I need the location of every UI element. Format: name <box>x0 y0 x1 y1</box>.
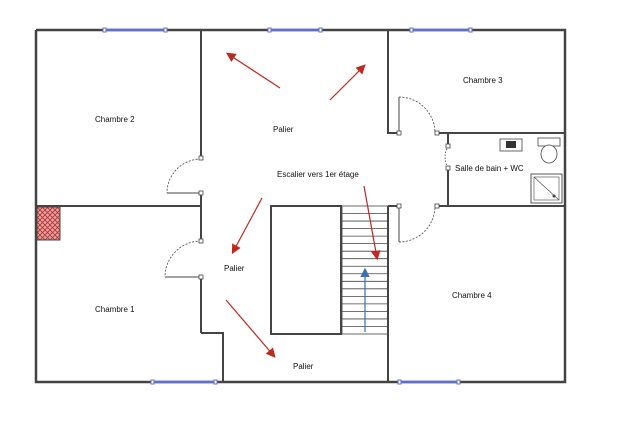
room-label-chambre1: Chambre 1 <box>95 305 135 314</box>
direction-arrows <box>225 52 381 358</box>
room-label-chambre2: Chambre 2 <box>95 115 135 124</box>
windows <box>105 28 470 384</box>
stair-outline <box>341 205 389 335</box>
room-label-palier-top: Palier <box>273 125 294 134</box>
room-label-palier-bottom: Palier <box>293 362 314 371</box>
room-label-palier-mid: Palier <box>224 264 245 273</box>
staircase <box>341 205 389 335</box>
door-hinges <box>198 130 451 280</box>
window-ticks <box>102 27 473 385</box>
washbasin-icon <box>499 138 523 152</box>
shower-icon <box>530 173 563 204</box>
door-leaves <box>165 97 400 278</box>
stairs-label: Escalier vers 1er étage <box>277 170 359 179</box>
doors <box>164 96 449 278</box>
room-label-bathroom: Salle de bain + WC <box>455 164 524 173</box>
toilet-icon <box>537 137 561 164</box>
room-label-chambre4: Chambre 4 <box>452 291 492 300</box>
chimney-block <box>36 206 61 241</box>
room-label-chambre3: Chambre 3 <box>463 76 503 85</box>
